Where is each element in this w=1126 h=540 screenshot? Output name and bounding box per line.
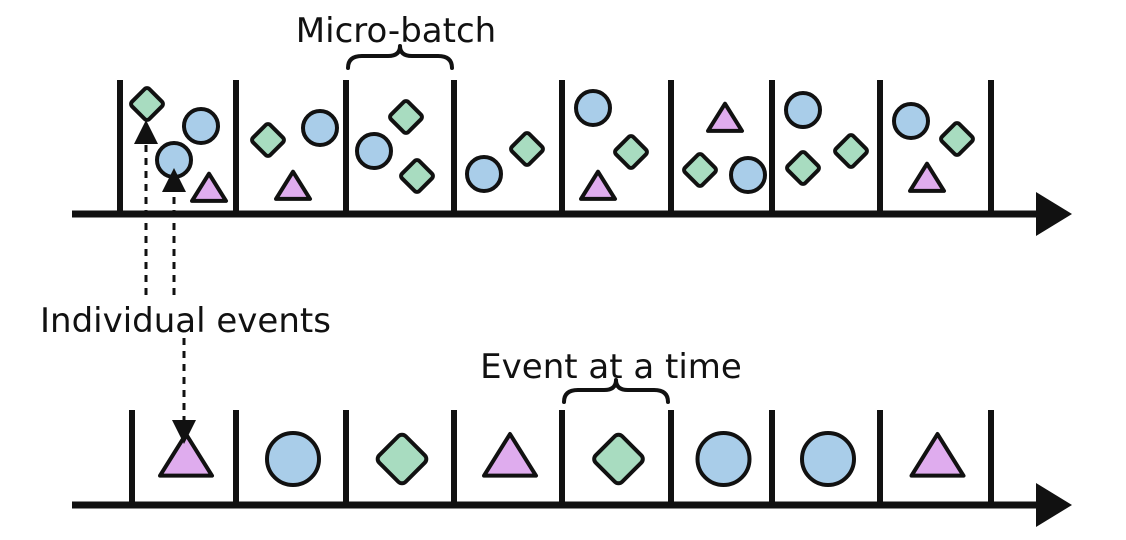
circle-event	[695, 431, 752, 487]
diamond-event	[939, 121, 975, 157]
circle-event	[182, 107, 220, 145]
diamond-event	[129, 86, 165, 122]
diamond-event	[613, 134, 649, 170]
timeline-arrowhead	[1036, 483, 1072, 527]
circle-event	[729, 156, 767, 194]
event-at-a-time-label: Event at a time	[480, 347, 742, 387]
timeline-arrowhead	[1036, 192, 1072, 236]
circle-event	[355, 132, 393, 170]
circle-event	[892, 102, 930, 140]
triangle-event	[274, 169, 312, 201]
micro-batch-brace	[346, 44, 454, 70]
individual-events-callout: Individual events	[40, 120, 331, 444]
triangle-event	[909, 432, 966, 478]
circle-event	[574, 89, 612, 127]
micro-batch-label: Micro-batch	[296, 11, 496, 51]
event-at-a-time-timeline: Event at a time	[72, 347, 1072, 527]
circle-event	[784, 91, 822, 129]
diamond-event	[399, 158, 435, 194]
diamond-event	[682, 152, 718, 188]
diamond-event	[833, 133, 869, 169]
diamond-event	[592, 432, 645, 486]
triangle-event	[706, 101, 744, 133]
triangle-event	[908, 161, 946, 193]
triangle-event	[482, 432, 538, 478]
diamond-event	[509, 131, 545, 167]
event-at-a-time-brace	[562, 378, 670, 404]
circle-event	[301, 109, 339, 147]
diamond-event	[785, 150, 821, 186]
event-shapes	[158, 431, 966, 487]
diamond-event	[250, 122, 286, 158]
circle-event	[800, 431, 856, 487]
diamond-event	[375, 432, 429, 486]
triangle-event	[190, 171, 228, 203]
circle-event	[265, 431, 321, 487]
bin-dividers	[117, 80, 994, 214]
individual-events-label: Individual events	[40, 301, 331, 341]
event-shapes	[129, 86, 975, 203]
circle-event	[465, 155, 503, 193]
bin-dividers	[129, 410, 994, 505]
micro-batch-timeline: Micro-batch	[72, 11, 1072, 236]
triangle-event	[158, 432, 214, 478]
diamond-event	[388, 99, 424, 135]
triangle-event	[579, 169, 617, 201]
circle-event	[155, 141, 193, 179]
